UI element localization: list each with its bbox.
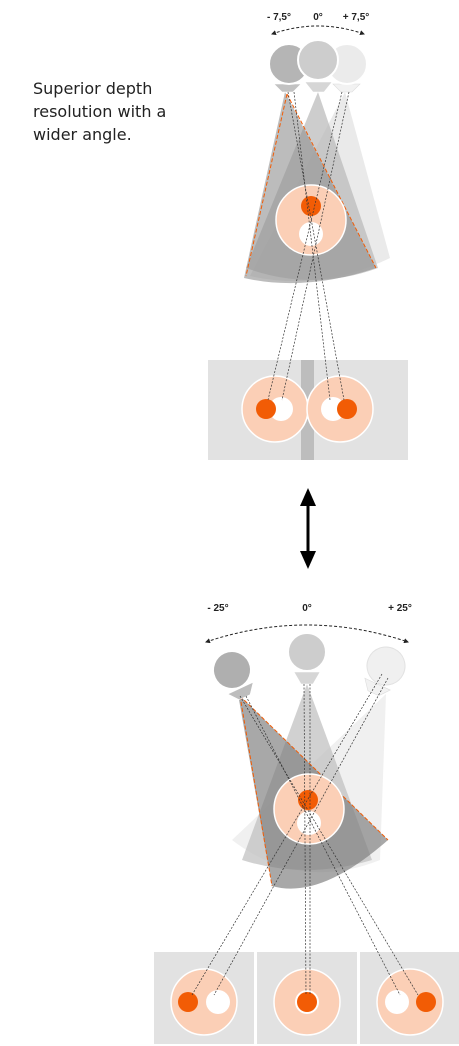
- wide-image-left-orange: [178, 992, 198, 1012]
- wide-image-left-halo: [170, 968, 238, 1036]
- wide-object-white-dot: [297, 811, 321, 835]
- wide-head-center: [287, 632, 327, 685]
- wide-angle-label-left: - 25°: [207, 603, 228, 614]
- wide-image-left-white: [206, 990, 230, 1014]
- wide-angle-label-center: 0°: [302, 603, 312, 614]
- wide-image-right-halo: [376, 968, 444, 1036]
- wide-angle-arc: [205, 624, 409, 644]
- wide-head-right: [364, 646, 406, 697]
- wide-projection-lines: [191, 673, 419, 996]
- wide-head-left: [212, 650, 254, 701]
- wide-object-orange-dot: [298, 790, 318, 810]
- wide-image-right-white: [385, 990, 409, 1014]
- caption-text: Superior depth resolution with a wider a…: [33, 79, 167, 144]
- narrow-image-right-orange: [337, 399, 357, 419]
- narrow-angle-label-right: + 7,5°: [343, 12, 370, 23]
- narrow-image-left-white: [269, 397, 293, 421]
- narrow-projection-lines: [267, 91, 350, 401]
- narrow-head-center: [297, 39, 339, 93]
- narrow-angle-group: - 7,5° 0° + 7,5°: [208, 12, 408, 460]
- narrow-image-left-orange: [256, 399, 276, 419]
- narrow-object-white-dot: [299, 222, 323, 246]
- narrow-fan-left-edge: [245, 93, 377, 277]
- narrow-angle-arc: [271, 25, 365, 36]
- wide-image-center-orange: [297, 992, 317, 1012]
- wide-image-right-orange: [416, 992, 436, 1012]
- narrow-angle-label-left: - 7,5°: [267, 12, 291, 23]
- wide-fan-left-edge: [239, 695, 389, 887]
- narrow-angle-label-center: 0°: [313, 12, 323, 23]
- narrow-object-orange-dot: [301, 196, 321, 216]
- comparison-double-arrow: [300, 488, 316, 569]
- wide-angle-label-right: + 25°: [388, 603, 412, 614]
- wide-angle-group: - 25° 0° + 25°: [154, 603, 459, 1044]
